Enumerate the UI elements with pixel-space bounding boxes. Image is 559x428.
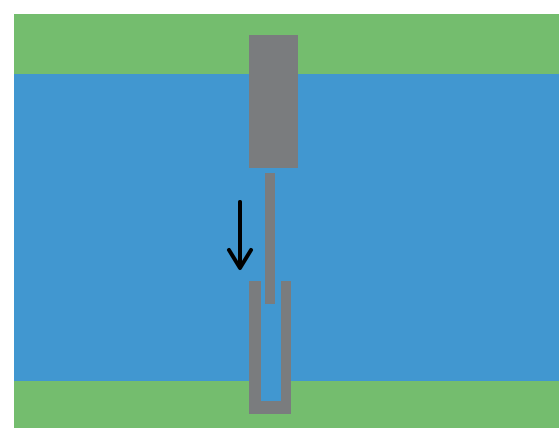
- receiver-right-wall: [281, 281, 291, 414]
- receiver-left-wall: [249, 281, 261, 414]
- receiver-water-fill: [261, 372, 281, 401]
- sliding-rod: [265, 173, 275, 304]
- arrow-head: [227, 248, 253, 270]
- upper-gray-block: [249, 35, 298, 168]
- receiver-bottom-wall: [249, 401, 291, 414]
- arrow-down-icon: [227, 200, 253, 270]
